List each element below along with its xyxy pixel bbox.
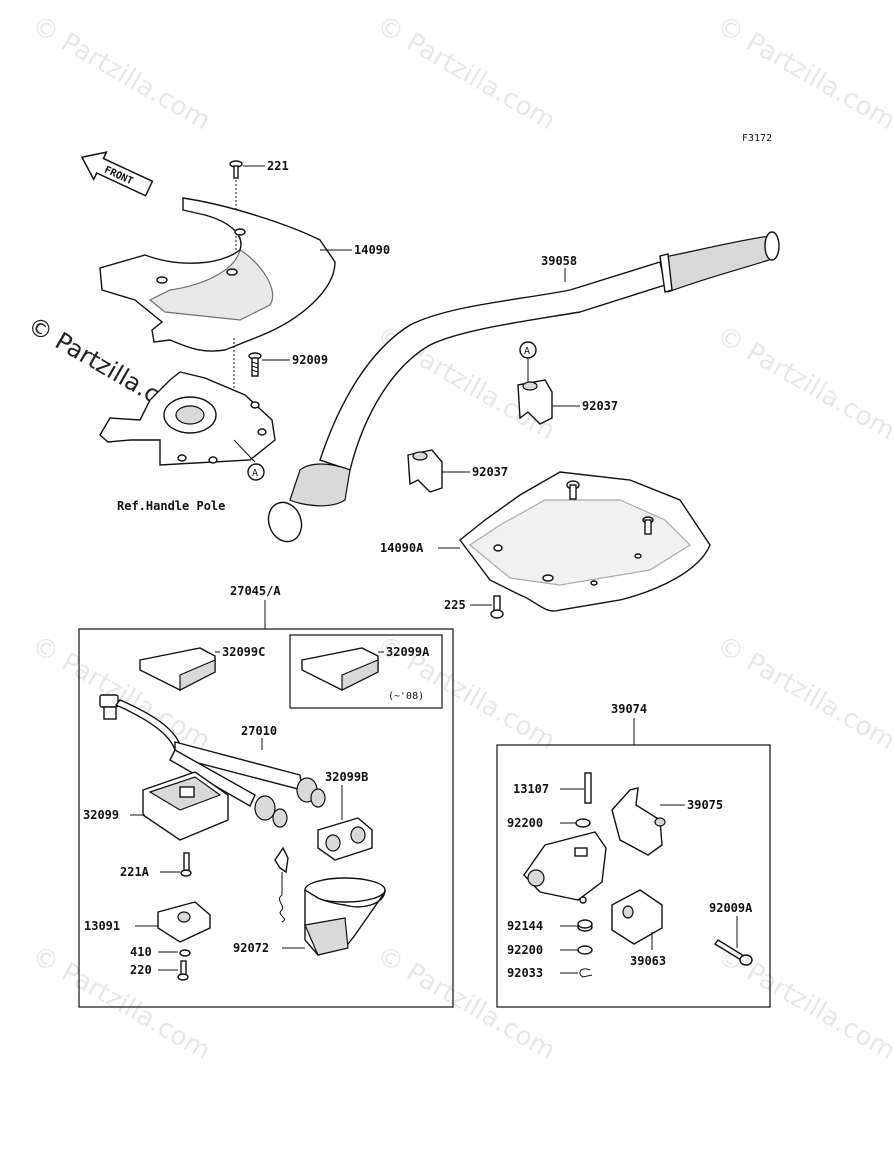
label-225: 225 [444,598,466,612]
label-39058: 39058 [541,254,577,268]
label-92072: 92072 [233,941,269,955]
wiring-27010 [99,694,326,828]
handlebar-39058 [267,231,780,543]
watermark: © Partzilla.com [27,630,216,756]
ref-handle-pole: Ref.Handle Pole [117,499,225,513]
lever-39075 [611,787,666,856]
cover-14090A [459,471,711,612]
marker-a-icon [247,463,265,481]
label-220: 220 [130,963,152,977]
bolt-92009 [248,352,262,377]
year-variant-box [289,634,443,709]
cover-32099A [301,647,379,691]
watermark: © Partzilla.com [27,10,216,136]
label-92200-lower: 92200 [507,943,543,957]
label-39063: 39063 [630,954,666,968]
year-note: (~'08) [388,691,424,702]
watermark: © Partzilla.com [712,320,894,446]
label-92037-upper: 92037 [582,399,618,413]
label-27045A: 27045/A [230,584,281,598]
label-221: 221 [267,159,289,173]
label-32099A: 32099A [386,645,430,659]
label-14090A: 14090A [380,541,424,555]
throttle-kit-box [496,744,771,1008]
label-32099B: 32099B [325,770,368,784]
lanyard-92072 [274,846,386,956]
switch-kit-box [78,628,454,1008]
label-39074: 39074 [611,702,647,716]
label-39075: 39075 [687,798,723,812]
throttle-body [523,831,607,901]
washer-92200-lower [577,945,593,955]
pin-13107 [584,772,592,804]
label-13107: 13107 [513,782,549,796]
label-32099: 32099 [83,808,119,822]
watermark: © Partzilla.com [27,940,216,1066]
label-92009: 92009 [292,353,328,367]
washer-410 [179,949,191,957]
circlip-92033 [579,968,593,978]
label-14090: 14090 [354,243,390,257]
watermarks: © Partzilla.com © Partzilla.com © Partzi… [23,10,894,1066]
clamp-92037-upper [517,379,553,425]
cover-32099C [139,647,216,691]
watermark: © Partzilla.com [372,10,561,136]
marker-a: A [252,468,258,479]
label-92033: 92033 [507,966,543,980]
label-32099C: 32099C [222,645,265,659]
marker-a: A [524,346,530,357]
label-27010: 27010 [241,724,277,738]
watermark: © Partzilla.com [712,10,894,136]
cover-39063 [611,889,663,945]
grip-32099B [317,817,373,861]
label-13091: 13091 [84,919,120,933]
front-arrow-icon: FRONT [80,151,154,197]
screw-221 [229,160,243,179]
screw-221A [180,852,192,877]
watermark: © Partzilla.com [372,940,561,1066]
cover-14090 [99,197,336,352]
washer-92200-upper [575,818,591,828]
clamp-92037-lower [407,449,443,493]
label-92009A: 92009A [709,901,753,915]
label-92200-upper: 92200 [507,816,543,830]
spring-92144 [577,919,593,932]
figure-code: F3172 [742,133,772,144]
watermark: © Partzilla.com [712,630,894,756]
bolt-92009A [713,939,753,966]
label-221A: 221A [120,865,150,879]
screw-220 [177,960,189,981]
base-13091 [157,901,211,943]
label-92144: 92144 [507,919,543,933]
label-410: 410 [130,945,152,959]
handle-pole-plate [99,371,276,466]
label-92037-lower: 92037 [472,465,508,479]
screw-225 [490,595,504,619]
